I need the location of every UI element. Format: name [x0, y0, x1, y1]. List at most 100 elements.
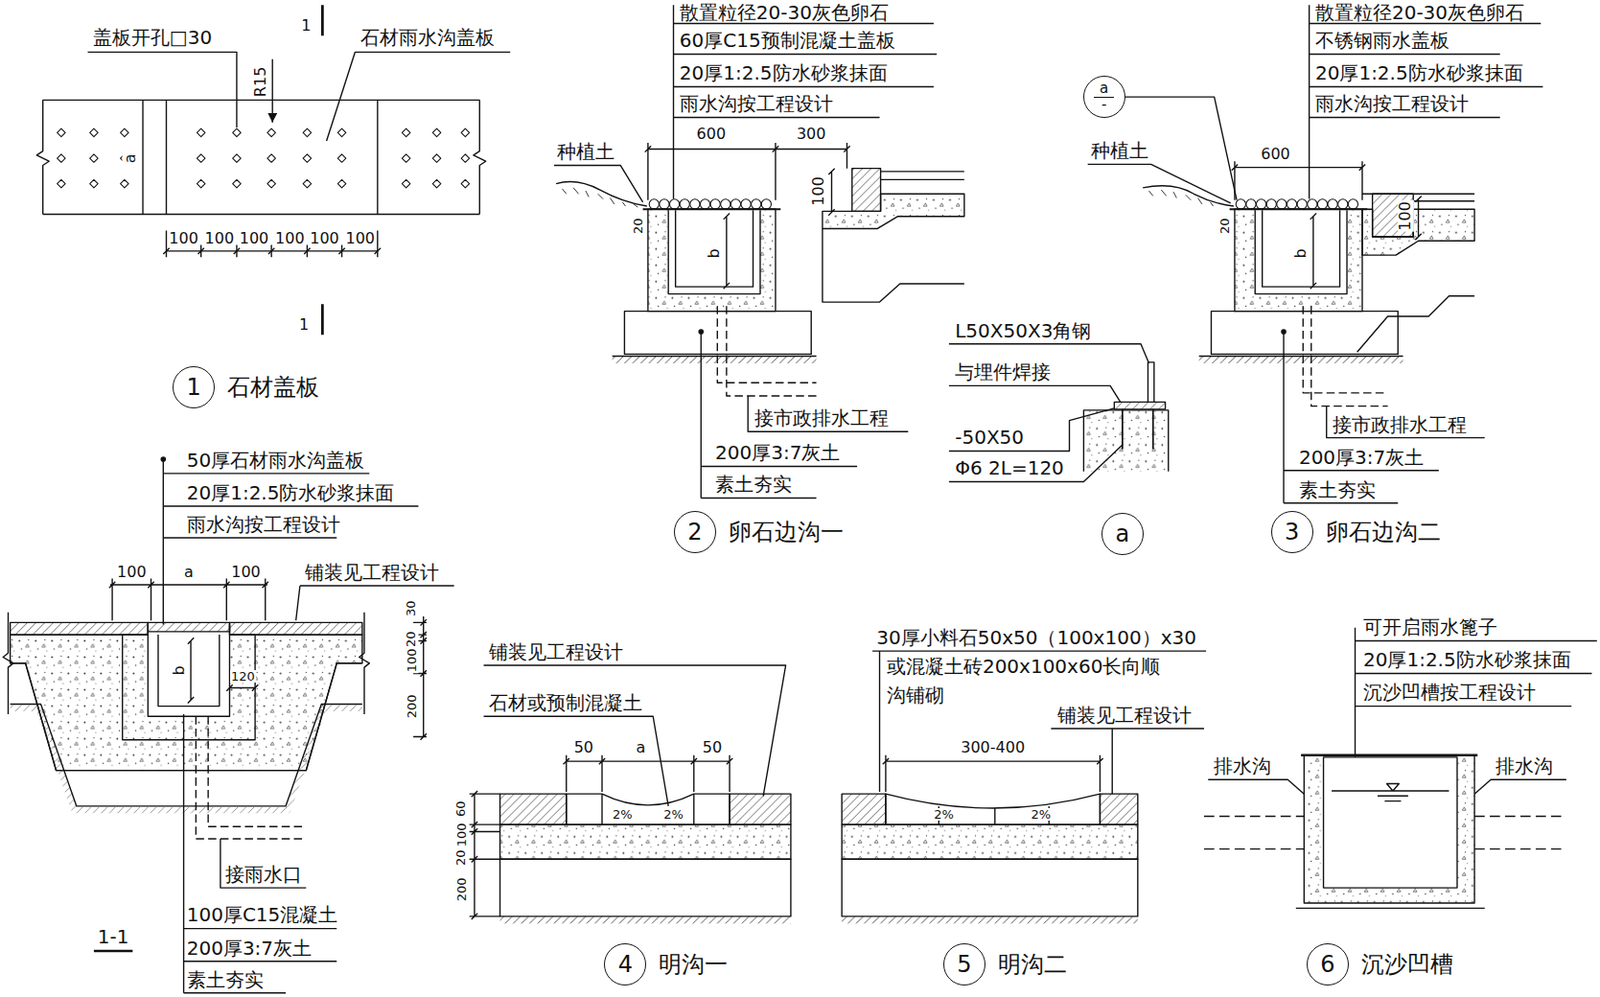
callout-label: 散置粒径20-30灰色卵石 — [1314, 2, 1526, 24]
dimension-label: 100 — [344, 231, 376, 248]
callout-label: L50X50X3角钢 — [953, 321, 1092, 342]
callout-label: 种植土 — [556, 141, 616, 163]
dimension-label: 2% — [1029, 808, 1052, 822]
callout-label: 200厚3:7灰土 — [714, 442, 841, 464]
dimension-label: 2% — [611, 808, 634, 822]
detail-number: 4 — [618, 952, 633, 976]
callout-label: 30厚小料石50x50（100x100）x30 — [875, 627, 1198, 649]
callout-label: 雨水沟按工程设计 — [185, 514, 342, 535]
detail-number: 6 — [1320, 952, 1335, 976]
callout-label: 60厚C15预制混凝土盖板 — [678, 30, 897, 51]
callout-label: 铺装见工程设计 — [303, 562, 441, 583]
callout-label: 排水沟 — [1212, 756, 1273, 777]
callout-label: 接市政排水工程 — [1331, 415, 1468, 436]
dimension-label: 100 — [230, 564, 262, 581]
dimension-label: 600 — [695, 126, 728, 143]
callout-label: 素土夯实 — [1298, 480, 1377, 501]
callout-label: 石材或预制混凝土 — [487, 693, 644, 714]
callout-label: 可开启雨水篦子 — [1362, 617, 1499, 638]
detail-callout-circle: 2卵石边沟一 — [673, 510, 717, 554]
detail-callout-circle: 3卵石边沟二 — [1271, 510, 1314, 554]
callout-label: 20厚1:2.5防水砂浆抹面 — [1314, 63, 1525, 84]
callout-label: 铺装见工程设计 — [1056, 705, 1193, 726]
callout-label: 200厚3:7灰土 — [185, 938, 313, 959]
dimension-label: 1 — [298, 317, 310, 334]
callout-label: 接雨水口 — [224, 864, 303, 885]
callout-label: 素土夯实 — [185, 970, 265, 991]
dimension-label: a — [183, 564, 195, 581]
dimension-label: 100 — [274, 231, 306, 248]
dimension-label: 2% — [662, 808, 685, 822]
callout-label: 素土夯实 — [714, 474, 793, 495]
callout-label: 沟铺砌 — [885, 685, 946, 706]
callout-label: 沉沙凹槽按工程设计 — [1362, 682, 1537, 703]
dimension-label: 50 — [573, 740, 595, 757]
dimension-label: 100 — [115, 564, 148, 581]
detail-number: - — [1095, 97, 1113, 114]
callout-label: 雨水沟按工程设计 — [678, 93, 835, 115]
callout-label: 种植土 — [1089, 140, 1150, 162]
callout-label: 或混凝土砖200x100x60长向顺 — [885, 656, 1161, 677]
detail-number: a — [1114, 522, 1130, 546]
dimension-label: 30 — [404, 599, 418, 618]
dimension-label: b — [171, 664, 188, 676]
callout-label: 排水沟 — [1494, 756, 1554, 777]
callout-label: 100厚C15混凝土 — [185, 904, 340, 926]
dimension-label: 200 — [454, 877, 468, 904]
callout-label: 与埋件焊接 — [953, 362, 1052, 383]
callout-label: 盖板开孔□30 — [92, 27, 213, 48]
detail-callout-circle: 5明沟二 — [943, 943, 986, 986]
callout-label: -50X50 — [953, 427, 1025, 448]
callout-label: 200厚3:7灰土 — [1298, 447, 1425, 468]
dimension-label: R15 — [253, 65, 270, 97]
dimension-label: 20 — [404, 629, 418, 649]
detail-title: 石材盖板 — [227, 375, 320, 399]
dimension-label: 300-400 — [959, 740, 1026, 757]
dimension-label: 20 — [1219, 217, 1233, 236]
callout-label: 不锈钢雨水盖板 — [1314, 30, 1451, 51]
dimension-label: b — [1293, 247, 1310, 259]
detail-title: 沉沙凹槽 — [1361, 952, 1454, 976]
callout-label: 20厚1:2.5防水砂浆抹面 — [1362, 649, 1573, 671]
detail-callout-circle: 6沉沙凹槽 — [1306, 943, 1349, 986]
detail-number: 1 — [186, 375, 202, 399]
dimension-label: a — [122, 152, 140, 164]
dimension-label: 100 — [404, 647, 418, 673]
detail-callout-circle: 4明沟一 — [603, 943, 647, 986]
dimension-label: 100 — [811, 175, 828, 208]
dimension-label: b — [706, 247, 723, 259]
detail-title: 明沟二 — [997, 952, 1067, 976]
dimension-label: 60 — [454, 800, 468, 819]
detail-number: 5 — [956, 952, 972, 976]
callout-label: 铺装见工程设计 — [487, 642, 625, 663]
dimension-label: 200 — [404, 693, 418, 719]
dimension-label: 100 — [454, 821, 468, 848]
detail-callout-circle: 1石材盖板 — [172, 366, 215, 409]
dimension-label: 600 — [1259, 146, 1292, 163]
callout-label: 雨水沟按工程设计 — [1314, 93, 1470, 115]
detail-title: 明沟一 — [658, 952, 728, 976]
dimension-label: 20 — [632, 217, 647, 236]
dimension-label: 1-1 — [96, 927, 131, 948]
detail-number: 2 — [687, 520, 702, 544]
detail-title: 卵石边沟一 — [728, 520, 844, 544]
dimension-label: 100 — [1397, 200, 1415, 232]
detail-callout-circle: a — [1101, 512, 1144, 556]
callout-label: 20厚1:2.5防水砂浆抹面 — [678, 63, 889, 84]
callout-label: 散置粒径20-30灰色卵石 — [678, 2, 890, 24]
detail-title: 卵石边沟二 — [1325, 520, 1441, 544]
detail-number: a — [1093, 81, 1114, 98]
callout-label: 50厚石材雨水沟盖板 — [185, 450, 366, 471]
dimension-label: 100 — [167, 231, 200, 248]
dimension-label: 2% — [932, 808, 955, 822]
callout-label: 石材雨水沟盖板 — [359, 27, 496, 48]
dimension-label: 100 — [308, 231, 341, 248]
dimension-label: 100 — [238, 231, 271, 248]
callout-label: Φ6 2L=120 — [953, 458, 1066, 479]
callout-label: 20厚1:2.5防水砂浆抹面 — [185, 483, 396, 504]
dimension-label: a — [635, 740, 648, 757]
detail-callout-circle: a- — [1083, 75, 1126, 118]
dimension-label: 120 — [230, 670, 256, 684]
callout-label: 接市政排水工程 — [753, 408, 890, 429]
dimension-label: 50 — [701, 740, 723, 757]
